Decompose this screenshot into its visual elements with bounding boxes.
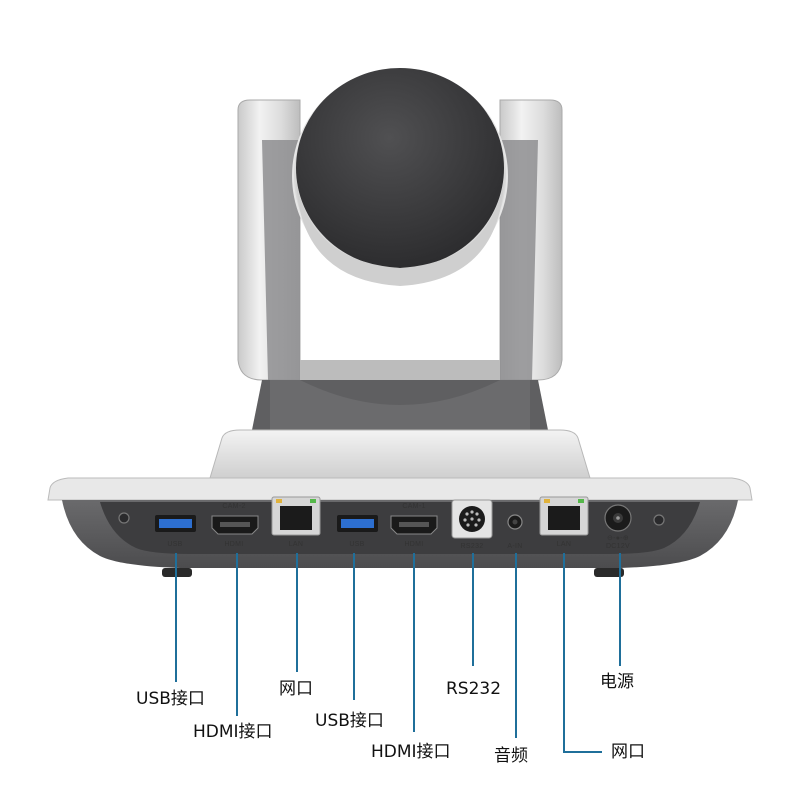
leader-lines bbox=[175, 553, 621, 753]
rs232-port: RS232 bbox=[451, 499, 493, 550]
hdmi-port-1-top-label: CAM-2 bbox=[222, 503, 245, 510]
lan-port-1: LAN bbox=[271, 496, 321, 548]
lan-port-2-label: LAN bbox=[557, 541, 572, 548]
usb-port-2-label: USB bbox=[349, 541, 364, 548]
power-port-label: DC12V bbox=[606, 543, 630, 550]
screw-icon bbox=[118, 512, 130, 524]
hdmi-port-2-top-label: CAM-1 bbox=[402, 503, 425, 510]
callout-audio: 音频 bbox=[494, 746, 528, 766]
callout-usb2: USB接口 bbox=[315, 711, 384, 731]
usb-port-1-label: USB bbox=[167, 541, 182, 548]
hdmi-port-2: CAM-1 HDMI bbox=[390, 503, 438, 548]
base bbox=[47, 429, 753, 577]
leader-line-lan2 bbox=[563, 553, 602, 753]
usb-port-1: USB bbox=[155, 515, 196, 548]
power-port: ⊖-●-⊕ DC12V bbox=[604, 504, 632, 550]
hdmi-port-1: CAM-2 HDMI bbox=[211, 503, 259, 548]
hdmi-port-2-label: HDMI bbox=[404, 541, 423, 548]
lan-port-2: LAN bbox=[539, 496, 589, 548]
yoke bbox=[237, 99, 563, 430]
callout-lan2: 网口 bbox=[611, 742, 645, 762]
audio-port: A-IN bbox=[507, 514, 523, 550]
callout-rs232: RS232 bbox=[446, 679, 502, 699]
callout-lan1: 网口 bbox=[279, 679, 313, 699]
audio-port-label: A-IN bbox=[507, 543, 522, 550]
rs232-port-label: RS232 bbox=[461, 543, 484, 550]
hdmi-port-1-label: HDMI bbox=[224, 541, 243, 548]
camera-head bbox=[292, 68, 508, 286]
power-symbol-icon: ⊖-●-⊕ bbox=[607, 535, 629, 542]
usb-port-2: USB bbox=[337, 515, 378, 548]
lan-port-1-label: LAN bbox=[289, 541, 304, 548]
screw-icon bbox=[653, 514, 665, 526]
callout-usb1: USB接口 bbox=[136, 689, 205, 709]
callout-hdmi2: HDMI接口 bbox=[371, 742, 451, 762]
callout-hdmi1: HDMI接口 bbox=[193, 722, 273, 742]
callout-power: 电源 bbox=[600, 672, 634, 692]
